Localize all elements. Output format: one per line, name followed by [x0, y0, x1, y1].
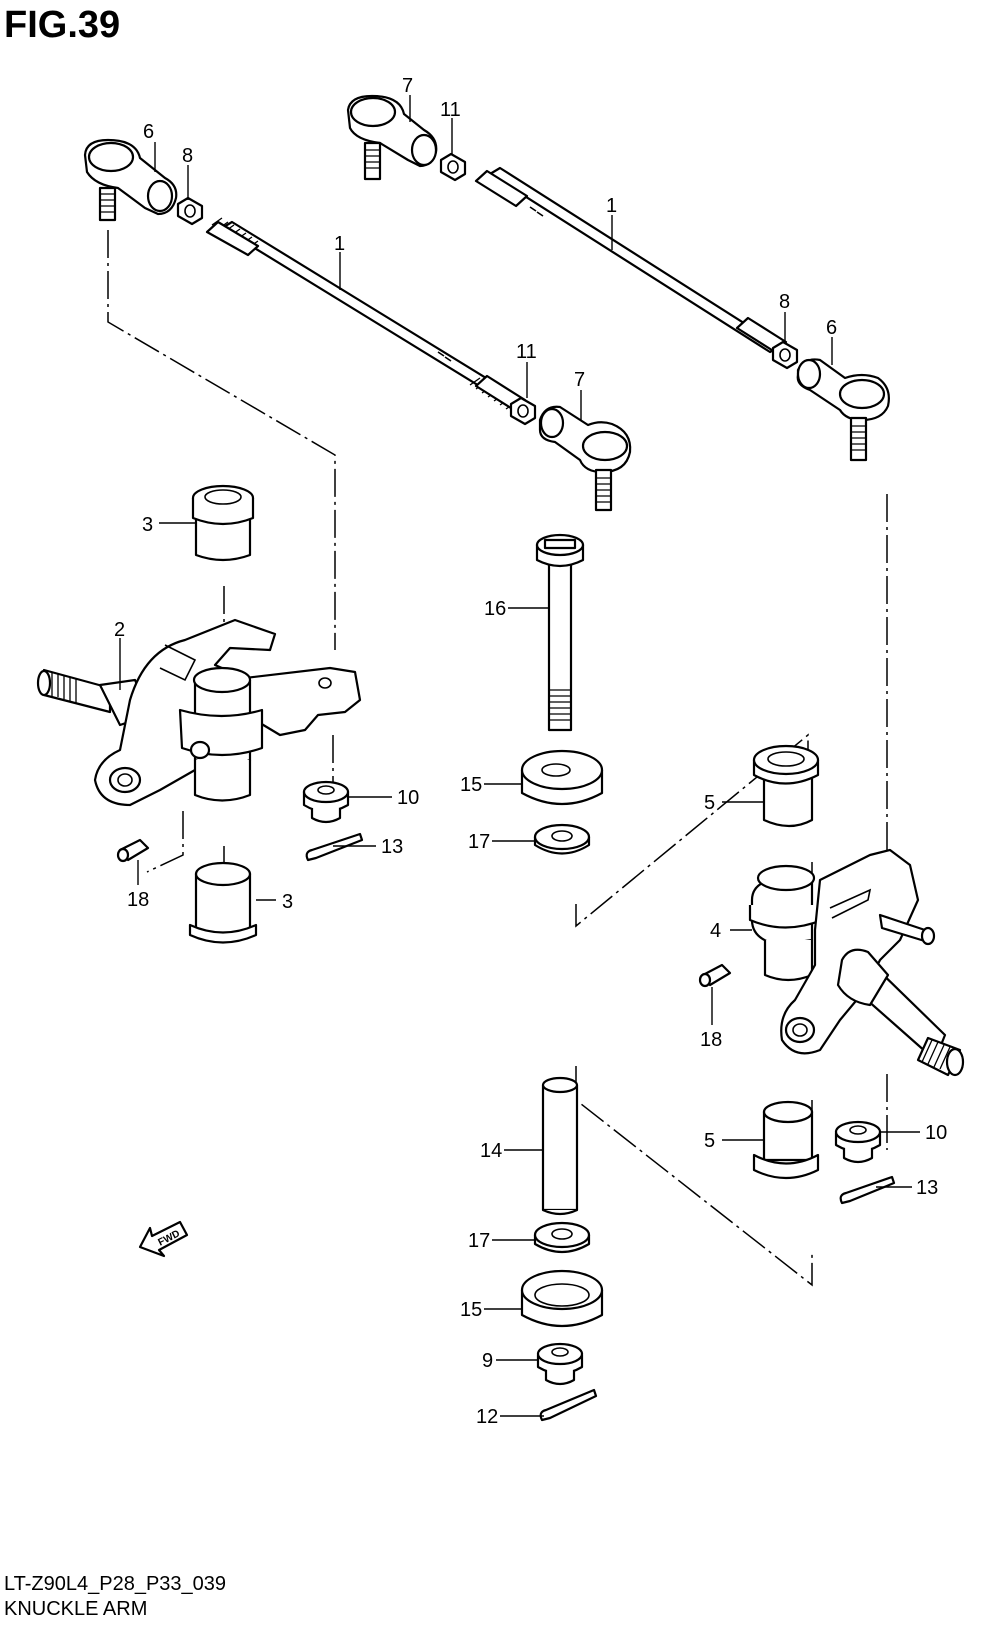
callout-4: 4 [710, 920, 721, 942]
nut-9[interactable] [536, 1342, 584, 1386]
knuckle-right[interactable] [748, 848, 965, 1077]
callout-17: 17 [468, 1230, 490, 1252]
callout-1: 1 [334, 233, 345, 255]
assembly-lines [107, 230, 888, 1287]
callout-13: 13 [381, 836, 403, 858]
callout-15: 15 [460, 774, 482, 796]
callout-7: 7 [574, 369, 585, 391]
nut-11-top[interactable] [439, 152, 467, 182]
washer-17-bottom[interactable] [533, 1221, 591, 1254]
nut-10-right[interactable] [834, 1120, 882, 1164]
callout-18: 18 [700, 1029, 722, 1051]
callout-7: 7 [402, 75, 413, 97]
tie-rod-end-6-right[interactable] [796, 358, 890, 462]
nut-11-bottom[interactable] [509, 396, 537, 426]
tie-rod-end-7-bottom[interactable] [538, 405, 632, 512]
nut-8-right[interactable] [771, 340, 799, 370]
bushing-5-top[interactable] [752, 744, 820, 828]
nut-10-left[interactable] [302, 780, 350, 824]
callout-1: 1 [606, 195, 617, 217]
grease-nipple-18-left[interactable] [116, 838, 150, 863]
callout-10: 10 [925, 1122, 947, 1144]
callout-16: 16 [484, 598, 506, 620]
grease-nipple-18-right[interactable] [698, 963, 732, 988]
callout-14: 14 [480, 1140, 502, 1162]
cotter-pin-12[interactable] [539, 1388, 598, 1422]
callout-8: 8 [182, 145, 193, 167]
nut-8-left[interactable] [176, 196, 204, 226]
cotter-pin-13-left[interactable] [305, 832, 364, 862]
pin-14[interactable] [541, 1076, 579, 1216]
cotter-pin-13-right[interactable] [839, 1175, 896, 1205]
tie-rod-end-6-left[interactable] [83, 138, 178, 222]
callouts: 6 8 1 7 11 1 8 6 11 7 3 2 16 10 13 15 17… [114, 75, 947, 1428]
leader-lines [119, 95, 920, 1417]
callout-12: 12 [476, 1406, 498, 1428]
washer-17-top[interactable] [533, 823, 591, 855]
callout-6: 6 [143, 121, 154, 143]
callout-17: 17 [468, 831, 490, 853]
callout-8: 8 [779, 291, 790, 313]
callout-6: 6 [826, 317, 837, 339]
bushing-3-top[interactable] [191, 484, 255, 562]
callout-3: 3 [282, 891, 293, 913]
knuckle-left[interactable] [36, 618, 362, 807]
callout-15: 15 [460, 1299, 482, 1321]
fwd-arrow-icon: FWD [138, 1220, 189, 1258]
callout-2: 2 [114, 619, 125, 641]
callout-11: 11 [516, 341, 537, 363]
tie-rod-left[interactable] [205, 217, 532, 414]
spacer-15-bottom[interactable] [520, 1269, 604, 1328]
callout-18: 18 [127, 889, 149, 911]
diagram-code: LT-Z90L4_P28_P33_039 [4, 1573, 227, 1595]
callout-5: 5 [704, 1130, 715, 1152]
callout-10: 10 [397, 787, 419, 809]
bolt-16[interactable] [535, 533, 585, 732]
tie-rod-right[interactable] [474, 166, 788, 354]
bushing-5-bottom[interactable] [752, 1100, 820, 1180]
figure-title: FIG.39 [4, 4, 121, 46]
callout-5: 5 [704, 792, 715, 814]
callout-9: 9 [482, 1350, 493, 1372]
callout-11: 11 [440, 99, 461, 121]
bushing-3-bottom[interactable] [188, 861, 258, 944]
diagram-name: KNUCKLE ARM [4, 1598, 148, 1620]
tie-rod-end-7-top[interactable] [346, 94, 438, 181]
callout-3: 3 [142, 514, 153, 536]
spacer-15-top[interactable] [520, 749, 604, 806]
callout-13: 13 [916, 1177, 938, 1199]
